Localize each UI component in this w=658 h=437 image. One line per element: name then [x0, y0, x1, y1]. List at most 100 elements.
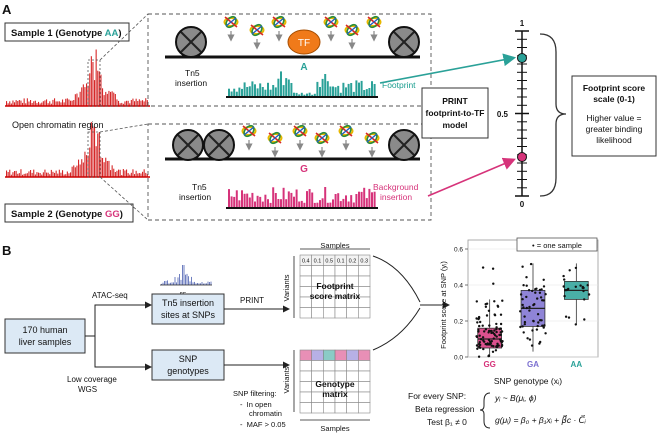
x-tick-label: GA: [527, 360, 539, 369]
coverage-bar: [38, 101, 40, 106]
coverage-bar: [119, 169, 121, 177]
scale-mid-label: 0.5: [497, 110, 509, 119]
sample-point: [521, 325, 524, 328]
background-bar: [326, 202, 329, 208]
score-scale-ticks: [515, 30, 529, 197]
coverage-bar: [108, 90, 110, 106]
sample-point: [495, 330, 498, 334]
y-tick-label: 0.2: [454, 319, 463, 326]
coverage-bar: [39, 173, 41, 177]
score-desc-2: greater binding: [586, 124, 643, 134]
y-axis-label: Footprint score at SNP (yᵢ): [439, 261, 448, 349]
background-label-2: insertion: [380, 192, 412, 202]
coverage-bar: [143, 169, 145, 177]
background-bar: [345, 195, 347, 208]
sample-point: [537, 321, 540, 324]
arrow-to-snp: [94, 336, 152, 371]
coverage-bar: [146, 174, 148, 177]
sample-point: [538, 291, 542, 294]
sample-point: [586, 284, 589, 287]
formula-beta: Beta regression: [415, 404, 475, 414]
sample-point: [519, 310, 522, 313]
coverage-bar: [130, 172, 132, 177]
rs-coverage-bar: [164, 281, 165, 285]
coverage-bar: [126, 100, 128, 106]
sample-point: [492, 337, 495, 340]
sample-point: [499, 322, 503, 326]
sample-point: [581, 285, 584, 289]
coverage-bar: [145, 172, 147, 177]
coverage-bar: [118, 100, 120, 106]
coverage-bar: [70, 100, 72, 106]
model-line3: model: [442, 120, 467, 130]
rs-coverage-bar: [162, 282, 164, 285]
coverage-bar: [34, 100, 36, 106]
sample-point: [488, 340, 492, 343]
coverage-bar: [82, 162, 84, 177]
background-bar: [269, 202, 272, 208]
footprint-bar: [254, 84, 256, 97]
sample1-label: Sample 1 (Genotype AA): [11, 28, 122, 39]
sample-point: [562, 274, 565, 278]
matrix-cell: [311, 349, 324, 361]
coverage-bar: [31, 172, 33, 177]
background-bar: [233, 196, 236, 208]
footprint-bar: [280, 71, 282, 97]
sample-point: [477, 355, 481, 358]
background-bar: [365, 198, 368, 208]
coverage-bar: [124, 170, 126, 177]
matrix-cell: [346, 349, 359, 361]
footprint-bar: [350, 83, 353, 97]
matrix-cell: [311, 265, 324, 277]
coverage-bar: [143, 101, 145, 106]
coverage-bar: [97, 133, 99, 177]
score-marker-high: [517, 53, 527, 63]
coverage-bar: [78, 159, 80, 177]
matrix-cell: [334, 265, 347, 277]
coverage-bar: [62, 99, 64, 106]
sample-point: [583, 318, 586, 321]
coverage-bar: [22, 102, 24, 106]
background-bar: [358, 191, 360, 208]
variants-label-bottom: Variants: [282, 366, 291, 393]
background-bar: [280, 199, 282, 208]
coverage-bar: [42, 172, 44, 177]
coverage-bar: [18, 173, 20, 177]
coverage-bar: [15, 170, 17, 177]
sample-point: [528, 305, 531, 309]
matrix-cell: [334, 360, 347, 372]
matrix-cell: [346, 265, 359, 277]
sample-point: [475, 335, 479, 339]
matrix-cell: [358, 402, 371, 414]
coverage-bar: [116, 99, 118, 106]
tn5-enzyme-icon: [323, 15, 339, 42]
coverage-bar: [18, 100, 20, 106]
coverage-bar: [102, 88, 104, 106]
coverage-bar: [86, 155, 88, 177]
sample-point: [484, 342, 487, 346]
footprint-bar: [373, 84, 376, 97]
coverage-bar: [10, 103, 12, 106]
samples-line1: 170 human: [22, 325, 67, 335]
sample-point: [487, 329, 491, 333]
footprint-bar: [248, 86, 251, 97]
coverage-bar: [134, 101, 136, 106]
coverage-bar: [31, 103, 33, 106]
sample-point: [496, 342, 499, 345]
background-bar: [282, 187, 285, 208]
matrix-cell: [311, 360, 324, 372]
coverage-bar: [97, 70, 99, 106]
sample-point: [494, 349, 498, 352]
tn5-sites-box: [151, 293, 225, 325]
sample-point: [532, 320, 535, 323]
coverage-bar: [17, 173, 19, 177]
sample-point: [493, 329, 496, 332]
footprint-bar: [303, 94, 306, 97]
tn5-enzyme-group-bottom: [241, 124, 380, 158]
nucleosome-icon: [203, 129, 235, 161]
coverage-bar: [58, 169, 60, 177]
nucleosome-icon: [388, 129, 420, 161]
coverage-bar: [129, 174, 131, 177]
background-bar: [272, 187, 275, 208]
